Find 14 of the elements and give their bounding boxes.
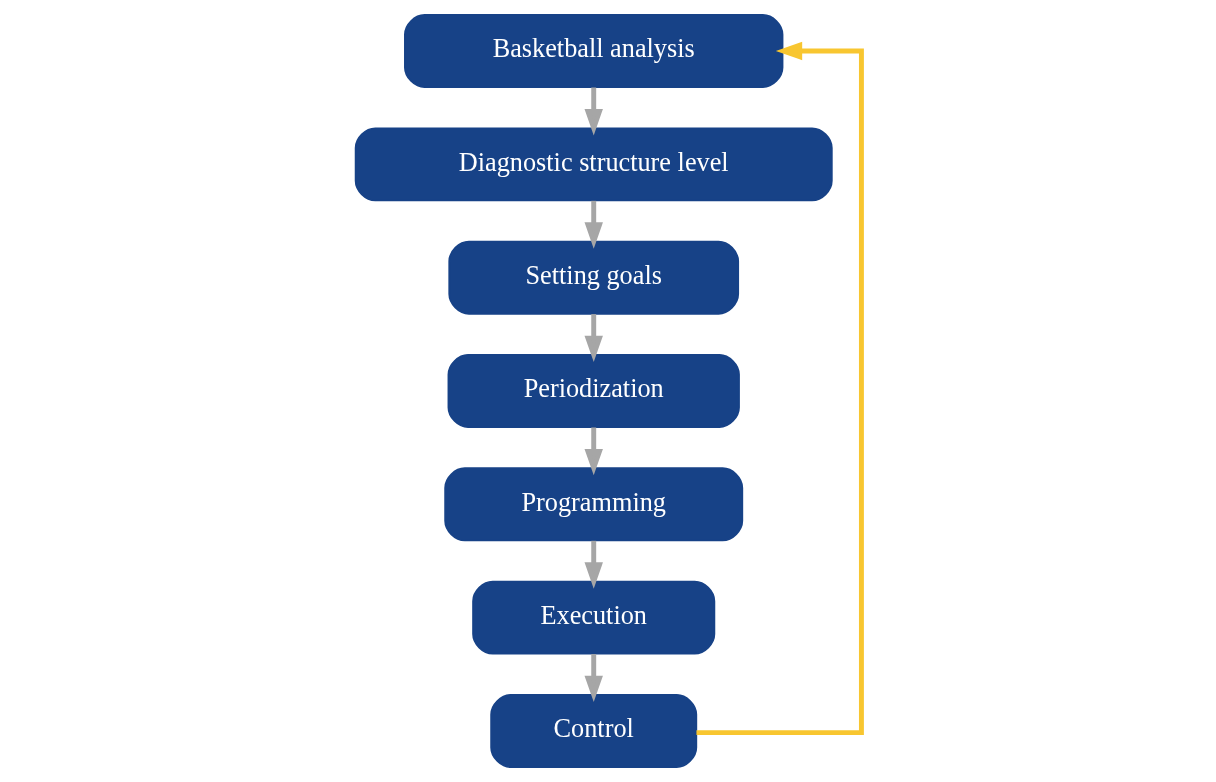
- node-box: Setting goals: [447, 240, 739, 315]
- arrow: [584, 314, 603, 363]
- node-box: Control: [489, 694, 697, 768]
- arrow: [584, 87, 603, 136]
- node-box: Basketball analysis: [403, 14, 783, 88]
- node-box: Diagnostic structure level: [354, 127, 833, 202]
- node-box: Programming: [443, 467, 743, 542]
- node-box: Periodization: [447, 354, 740, 428]
- arrow: [695, 41, 864, 736]
- arrow: [584, 200, 603, 249]
- node-box: Execution: [471, 580, 715, 655]
- arrow: [584, 654, 603, 703]
- arrow: [584, 540, 603, 589]
- arrow: [584, 427, 603, 476]
